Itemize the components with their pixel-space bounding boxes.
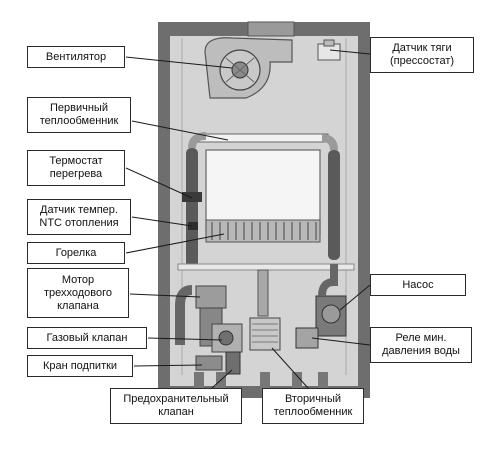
bottom-fittings	[194, 372, 328, 390]
label-pump: Насос	[370, 274, 466, 296]
secondary-heat-exchanger-icon	[249, 317, 281, 351]
lower-crossbar	[177, 263, 355, 271]
label-draft-sensor: Датчик тяги (прессостат)	[370, 37, 474, 73]
left-heating-pipe	[186, 148, 198, 268]
overheat-thermostat-icon	[182, 192, 202, 202]
label-fill-tap: Кран подпитки	[27, 355, 133, 377]
pressostat-icon	[317, 39, 341, 61]
pressure-relay-icon	[295, 327, 319, 349]
fan-icon	[204, 37, 293, 99]
label-primary-heat-exchanger: Первичный теплообменник	[27, 97, 131, 133]
label-overheat-thermostat: Термостат перегрева	[27, 150, 125, 186]
label-three-way-valve-motor: Мотор трехходового клапана	[27, 268, 129, 318]
pump-icon	[315, 264, 347, 337]
flue-outlet	[247, 21, 295, 37]
label-burner: Горелка	[27, 242, 125, 264]
label-fan: Вентилятор	[27, 46, 125, 68]
gas-supply-pipe	[257, 269, 269, 317]
fill-tap-icon	[195, 355, 223, 371]
label-min-pressure-relay: Реле мин. давления воды	[370, 327, 472, 363]
gas-valve-icon	[211, 323, 243, 353]
burner-icon	[205, 219, 321, 243]
right-heating-pipe	[328, 150, 340, 260]
label-safety-valve: Предохранительный клапан	[110, 388, 242, 424]
safety-valve-icon	[225, 351, 241, 375]
label-ntc-sensor: Датчик темпер. NTC отопления	[27, 199, 131, 235]
ntc-sensor-icon	[188, 222, 198, 230]
label-gas-valve: Газовый клапан	[27, 327, 147, 349]
leader-lines	[125, 49, 371, 389]
label-secondary-heat-exchanger: Вторичный теплообменник	[262, 388, 364, 424]
